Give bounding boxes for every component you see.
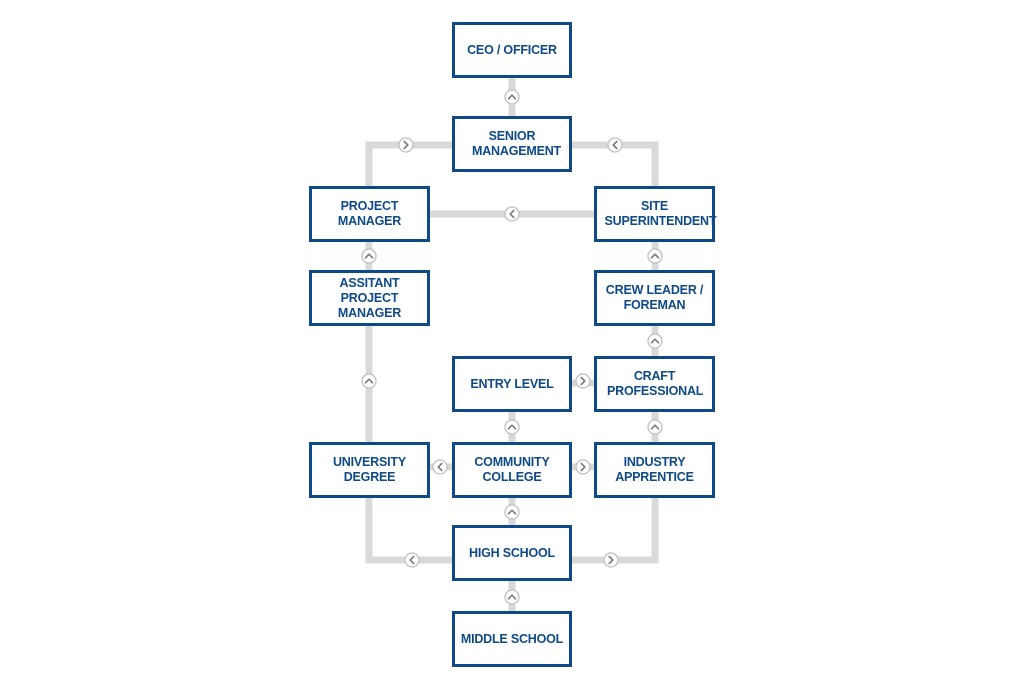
chevron-glyph [507, 424, 517, 430]
node-label: CREW LEADER / FOREMAN [605, 283, 704, 312]
chevron-right-icon [398, 137, 414, 153]
node-label: ASSITANT PROJECT MANAGER [337, 275, 402, 320]
node-craft-professional: CRAFT PROFESSIONAL [594, 356, 715, 412]
node-university-degree: UNIVERSITY DEGREE [309, 442, 430, 498]
node-industry-apprentice: INDUSTRY APPRENTICE [594, 442, 715, 498]
arrow-badge [504, 89, 520, 105]
chevron-glyph [507, 94, 517, 100]
chevron-up-icon [504, 89, 520, 105]
chevron-glyph [403, 140, 409, 150]
node-assistant-project-manager: ASSITANT PROJECT MANAGER [309, 270, 430, 326]
node-label: INDUSTRY APPRENTICE [615, 455, 694, 484]
chevron-glyph [608, 555, 614, 565]
arrow-badge [504, 589, 520, 605]
chevron-up-icon [647, 333, 663, 349]
arrow-badges [361, 89, 663, 605]
chevron-glyph [509, 209, 515, 219]
arrow-badge [361, 373, 377, 389]
chevron-glyph [580, 376, 586, 386]
node-label: COMMUNITY COLLEGE [474, 455, 550, 484]
chevron-glyph [650, 338, 660, 344]
connector-line [365, 141, 452, 186]
node-label: CEO / OFFICER [467, 42, 557, 57]
chevron-left-icon [432, 459, 448, 475]
node-middle-school: MIDDLE SCHOOL [452, 611, 572, 667]
node-label: PROJECT MANAGER [337, 199, 402, 228]
chevron-left-icon [504, 206, 520, 222]
connector-line [365, 498, 452, 564]
arrow-badge [504, 419, 520, 435]
chevron-glyph [507, 509, 517, 515]
arrow-badge [404, 552, 420, 568]
chevron-up-icon [361, 373, 377, 389]
arrow-badge [432, 459, 448, 475]
node-ceo-officer: CEO / OFFICER [452, 22, 572, 78]
node-crew-leader-foreman: CREW LEADER / FOREMAN [594, 270, 715, 326]
chevron-glyph [364, 253, 374, 259]
node-label: SITE SUPERINTENDENT [604, 199, 717, 228]
arrow-badge [647, 333, 663, 349]
chevron-up-icon [504, 419, 520, 435]
chevron-glyph [650, 424, 660, 430]
chevron-glyph [409, 555, 415, 565]
chevron-left-icon [404, 552, 420, 568]
chevron-up-icon [504, 504, 520, 520]
chevron-glyph [650, 253, 660, 259]
arrow-badge [361, 248, 377, 264]
arrow-badge [647, 419, 663, 435]
connector-line [572, 141, 659, 186]
chevron-up-icon [647, 419, 663, 435]
chevron-right-icon [575, 373, 591, 389]
chevron-glyph [612, 140, 618, 150]
arrow-badge [575, 459, 591, 475]
arrow-badge [603, 552, 619, 568]
node-senior-management: SENIOR MANAGEMENT [452, 116, 572, 172]
node-label: MIDDLE SCHOOL [460, 631, 564, 646]
node-high-school: HIGH SCHOOL [452, 525, 572, 581]
chevron-right-icon [575, 459, 591, 475]
arrow-badge [575, 373, 591, 389]
arrow-badge [607, 137, 623, 153]
arrow-badge [647, 248, 663, 264]
arrow-badge [504, 206, 520, 222]
chevron-up-icon [504, 589, 520, 605]
node-community-college: COMMUNITY COLLEGE [452, 442, 572, 498]
chevron-glyph [580, 462, 586, 472]
chevron-up-icon [361, 248, 377, 264]
arrow-badge [398, 137, 414, 153]
node-label: HIGH SCHOOL [469, 545, 555, 560]
chevron-left-icon [607, 137, 623, 153]
node-label: ENTRY LEVEL [470, 376, 554, 391]
connector-line [572, 498, 659, 564]
node-site-superintendent: SITE SUPERINTENDENT [594, 186, 717, 242]
node-project-manager: PROJECT MANAGER [309, 186, 430, 242]
chevron-glyph [437, 462, 443, 472]
chevron-up-icon [647, 248, 663, 264]
node-label: UNIVERSITY DEGREE [332, 455, 406, 484]
node-label: CRAFT PROFESSIONAL [607, 369, 704, 398]
node-label: SENIOR MANAGEMENT [472, 129, 561, 158]
node-entry-level: ENTRY LEVEL [452, 356, 572, 412]
arrow-badge [504, 504, 520, 520]
chevron-glyph [364, 378, 374, 384]
chevron-glyph [507, 594, 517, 600]
chevron-right-icon [603, 552, 619, 568]
